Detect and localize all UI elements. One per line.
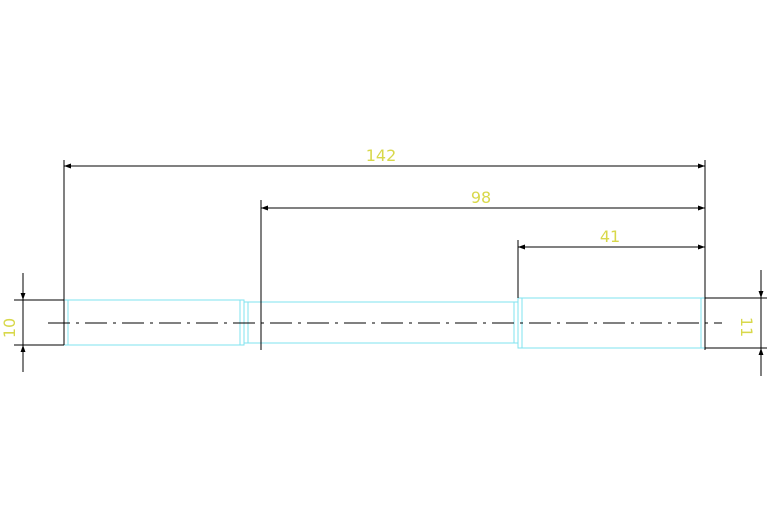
dimension-right-label: 41 bbox=[600, 227, 620, 246]
dimension-right-diameter-label: 11 bbox=[737, 317, 756, 337]
dimension-right bbox=[517, 240, 705, 298]
dimension-middle-label: 98 bbox=[471, 188, 491, 207]
dimension-left-diameter bbox=[14, 273, 64, 372]
dimension-right-diameter bbox=[705, 270, 767, 376]
dimension-middle bbox=[260, 200, 705, 350]
dimension-overall-label: 142 bbox=[366, 146, 397, 165]
dimension-left-diameter-label: 10 bbox=[0, 318, 19, 338]
dimension-overall bbox=[63, 160, 706, 350]
